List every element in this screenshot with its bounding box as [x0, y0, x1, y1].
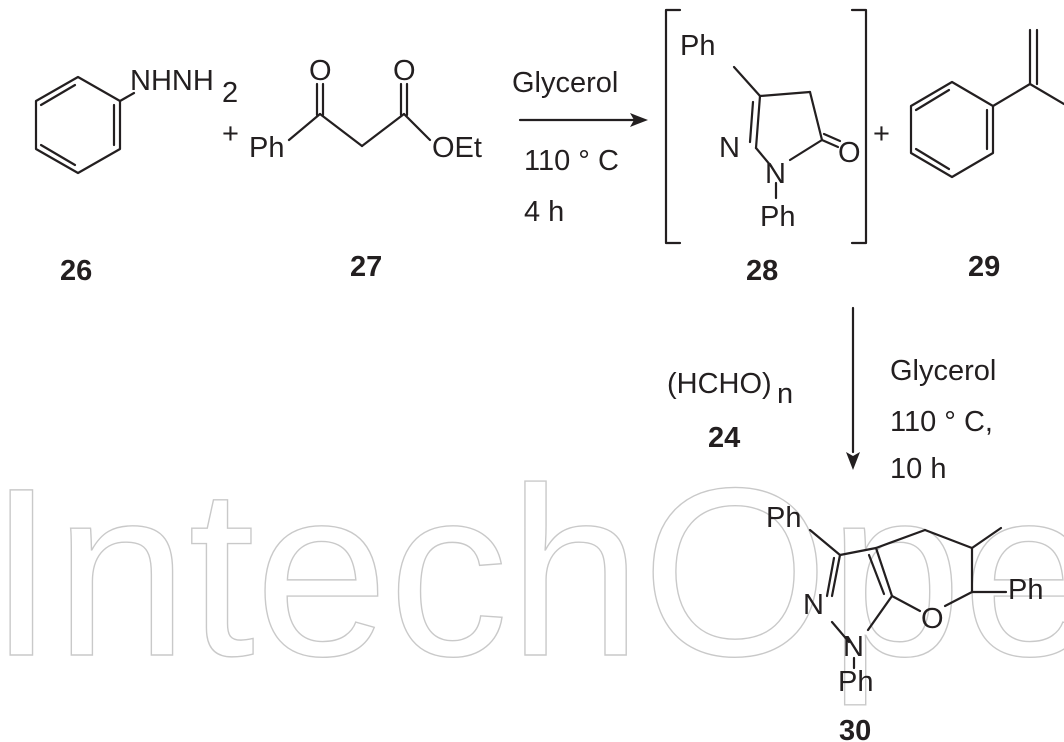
compound-30-nitrogen-2: N	[843, 631, 864, 663]
compound-30: Ph N N Ph O Ph 30	[766, 502, 1043, 742]
step-2-arrow	[846, 306, 860, 470]
compound-28: Ph N N Ph O 28	[664, 8, 868, 287]
compound-26-substituent: NHNH	[130, 65, 214, 97]
plus-sign-2: +	[873, 118, 890, 150]
step-2-solvent: Glycerol	[890, 355, 996, 387]
compound-26-subscript: 2	[222, 77, 238, 109]
compound-30-phenyl-bottom: Ph	[838, 666, 873, 698]
compound-27-oxo-1: O	[309, 55, 332, 87]
compound-28-phenyl-bottom: Ph	[760, 201, 795, 233]
compound-26-number: 26	[60, 255, 92, 287]
step-1-solvent: Glycerol	[512, 67, 618, 99]
compound-29-number: 29	[968, 251, 1000, 283]
step-2-time: 10 h	[890, 453, 946, 485]
compound-24-number: 24	[708, 422, 740, 454]
compound-27-ester: OEt	[432, 132, 482, 164]
compound-30-number: 30	[839, 715, 871, 742]
compound-28-oxo: O	[838, 137, 861, 169]
compound-29: 29	[909, 28, 1064, 283]
compound-30-oxygen: O	[921, 603, 944, 635]
step-1-time: 4 h	[524, 196, 564, 228]
step-2-temperature: 110 ° C,	[890, 406, 993, 438]
step-1-arrow	[518, 113, 648, 127]
compound-27-phenyl: Ph	[249, 132, 284, 164]
compound-30-phenyl-top: Ph	[766, 502, 801, 534]
compound-24-formula: (HCHO)	[667, 368, 772, 400]
compound-28-nitrogen-2: N	[765, 158, 786, 190]
watermark: IntechOpen	[0, 438, 1064, 706]
compound-27-oxo-2: O	[393, 55, 416, 87]
compound-28-nitrogen-1: N	[719, 132, 740, 164]
compound-28-phenyl-top: Ph	[680, 30, 715, 62]
compound-28-number: 28	[746, 255, 778, 287]
compound-26-ring	[34, 75, 136, 175]
step-1-temperature: 110 ° C	[524, 145, 619, 177]
compound-30-phenyl-right: Ph	[1008, 574, 1043, 606]
compound-26: NHNH 2 26	[34, 65, 238, 287]
compound-27: O O Ph OEt 27	[249, 55, 482, 283]
compound-27-number: 27	[350, 251, 382, 283]
plus-sign-1: +	[222, 118, 239, 150]
compound-30-nitrogen-1: N	[803, 589, 824, 621]
compound-24-subscript: n	[777, 378, 793, 410]
